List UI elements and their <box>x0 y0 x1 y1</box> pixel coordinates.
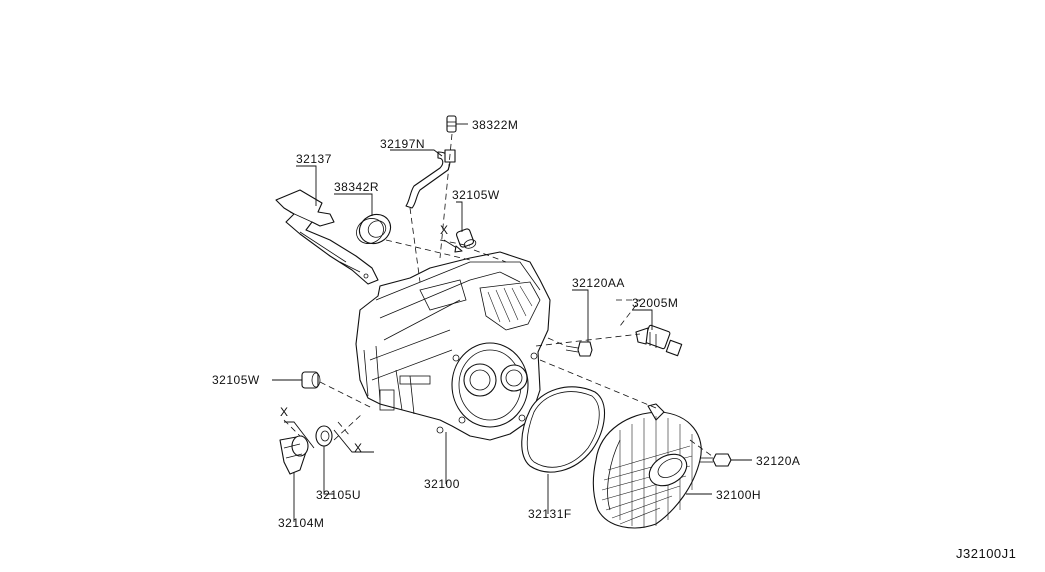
x-marker-left: X <box>280 405 315 449</box>
callout-32100h: 32100H <box>716 488 761 502</box>
part-32105w-top-bushing <box>455 228 477 249</box>
part-32100h-cover <box>592 403 702 529</box>
callout-32131f: 32131F <box>528 507 572 521</box>
part-32120a-bolt <box>700 453 732 467</box>
part-32120aa-bolt <box>565 341 593 357</box>
marker-x-2: X <box>280 405 289 419</box>
callout-32105w-top: 32105W <box>452 188 500 202</box>
marker-x-3: X <box>354 441 363 455</box>
callout-32005m: 32005M <box>632 296 678 310</box>
callout-32100: 32100 <box>424 477 460 491</box>
part-32105u-washer <box>315 425 333 447</box>
part-38342r-seal <box>356 213 392 245</box>
x-marker-right: X <box>333 429 374 455</box>
callout-32120aa: 32120AA <box>572 276 625 290</box>
callout-32105w-left: 32105W <box>212 373 260 387</box>
part-32100-housing <box>355 251 551 441</box>
part-32005m-switch <box>635 324 683 357</box>
callout-32197n: 32197N <box>380 137 425 151</box>
part-32131f-gasket <box>521 386 606 473</box>
callout-38342r: 38342R <box>334 180 379 194</box>
part-32104m-pinion <box>279 435 309 475</box>
callout-32104m: 32104M <box>278 516 324 530</box>
part-32137-plate <box>275 189 379 285</box>
callout-32137: 32137 <box>296 152 332 166</box>
x-marker-top: X <box>440 223 463 253</box>
callout-32105u: 32105U <box>316 488 361 502</box>
leader-lines <box>272 123 752 522</box>
part-38322m-plug <box>446 115 457 133</box>
assembly-dashed-lines <box>283 133 713 457</box>
part-32105w-left-bushing <box>301 371 321 389</box>
callout-32120a: 32120A <box>756 454 800 468</box>
marker-x-1: X <box>440 223 449 237</box>
callout-38322m: 38322M <box>472 118 518 132</box>
diagram-reference: J32100J1 <box>956 546 1016 561</box>
